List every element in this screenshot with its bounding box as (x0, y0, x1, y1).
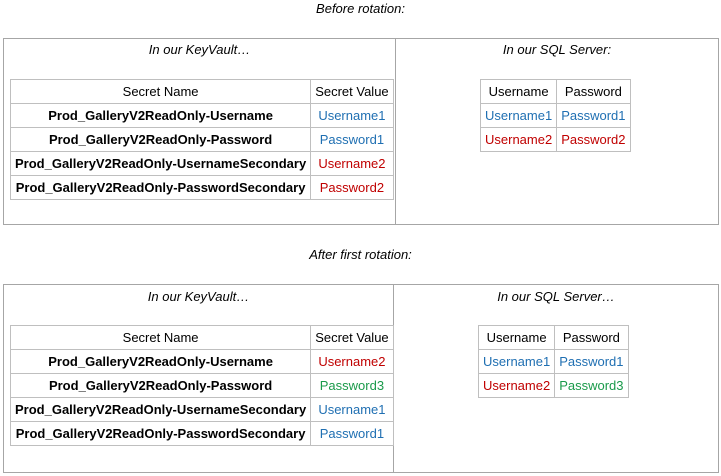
section-divider (393, 285, 394, 472)
table-row: Username2 Password3 (477, 373, 629, 398)
secret-value-cell: Username2 (310, 151, 394, 176)
keyvault-table: Secret Name Secret Value Prod_GalleryV2R… (9, 325, 394, 446)
table-row: Username2 Password2 (479, 127, 631, 152)
before-rotation-heading: Before rotation: (316, 1, 405, 16)
table-row: Prod_GalleryV2ReadOnly-PasswordSecondary… (9, 175, 394, 200)
table-row: Prod_GalleryV2ReadOnly-Username Username… (9, 103, 394, 128)
table-row: Username1 Password1 (477, 349, 629, 374)
username-cell: Username2 (477, 373, 556, 398)
username-header: Username (477, 325, 556, 350)
secret-value-header: Secret Value (310, 325, 394, 350)
secret-name-cell: Prod_GalleryV2ReadOnly-PasswordSecondary (9, 175, 312, 200)
secret-value-cell: Password1 (310, 421, 394, 446)
secret-name-cell: Prod_GalleryV2ReadOnly-UsernameSecondary (9, 151, 312, 176)
username-cell: Username1 (477, 349, 556, 374)
secret-value-header: Secret Value (310, 79, 394, 104)
after-rotation-frame: In our KeyVault… In our SQL Server… Secr… (3, 284, 719, 473)
sql-server-table: Username Password Username1 Password1 Us… (479, 79, 631, 152)
password-header: Password (554, 325, 629, 350)
table-row: Prod_GalleryV2ReadOnly-PasswordSecondary… (9, 421, 394, 446)
secret-value-cell: Password1 (310, 127, 394, 152)
table-header-row: Secret Name Secret Value (9, 79, 394, 104)
table-row: Prod_GalleryV2ReadOnly-Username Username… (9, 349, 394, 374)
username-cell: Username1 (479, 103, 558, 128)
password-cell: Password1 (556, 103, 631, 128)
secret-value-cell: Password2 (310, 175, 394, 200)
password-cell: Password3 (554, 373, 629, 398)
secret-name-header: Secret Name (9, 325, 312, 350)
table-row: Username1 Password1 (479, 103, 631, 128)
table-row: Prod_GalleryV2ReadOnly-UsernameSecondary… (9, 397, 394, 422)
secret-value-cell: Username2 (310, 349, 394, 374)
table-header-row: Username Password (479, 79, 631, 104)
keyvault-caption: In our KeyVault… (148, 42, 251, 57)
secret-name-cell: Prod_GalleryV2ReadOnly-Username (9, 349, 312, 374)
password-header: Password (556, 79, 631, 104)
username-cell: Username2 (479, 127, 558, 152)
secret-name-cell: Prod_GalleryV2ReadOnly-Username (9, 103, 312, 128)
table-header-row: Username Password (477, 325, 629, 350)
table-row: Prod_GalleryV2ReadOnly-Password Password… (9, 127, 394, 152)
secret-name-header: Secret Name (9, 79, 312, 104)
secret-name-cell: Prod_GalleryV2ReadOnly-UsernameSecondary (9, 397, 312, 422)
secret-value-cell: Username1 (310, 103, 394, 128)
table-header-row: Secret Name Secret Value (9, 325, 394, 350)
password-cell: Password2 (556, 127, 631, 152)
table-row: Prod_GalleryV2ReadOnly-Password Password… (9, 373, 394, 398)
secret-value-cell: Password3 (310, 373, 394, 398)
before-rotation-frame: In our KeyVault… In our SQL Server: Secr… (3, 38, 719, 225)
secret-name-cell: Prod_GalleryV2ReadOnly-PasswordSecondary (9, 421, 312, 446)
sql-server-caption: In our SQL Server… (497, 289, 615, 304)
table-row: Prod_GalleryV2ReadOnly-UsernameSecondary… (9, 151, 394, 176)
after-rotation-heading: After first rotation: (309, 247, 412, 262)
password-cell: Password1 (554, 349, 629, 374)
username-header: Username (479, 79, 558, 104)
keyvault-caption: In our KeyVault… (147, 289, 250, 304)
secret-name-cell: Prod_GalleryV2ReadOnly-Password (9, 373, 312, 398)
sql-server-caption: In our SQL Server: (502, 42, 612, 57)
secret-name-cell: Prod_GalleryV2ReadOnly-Password (9, 127, 312, 152)
section-divider (395, 39, 396, 224)
sql-server-table: Username Password Username1 Password1 Us… (477, 325, 629, 398)
secret-value-cell: Username1 (310, 397, 394, 422)
keyvault-table: Secret Name Secret Value Prod_GalleryV2R… (9, 79, 394, 200)
